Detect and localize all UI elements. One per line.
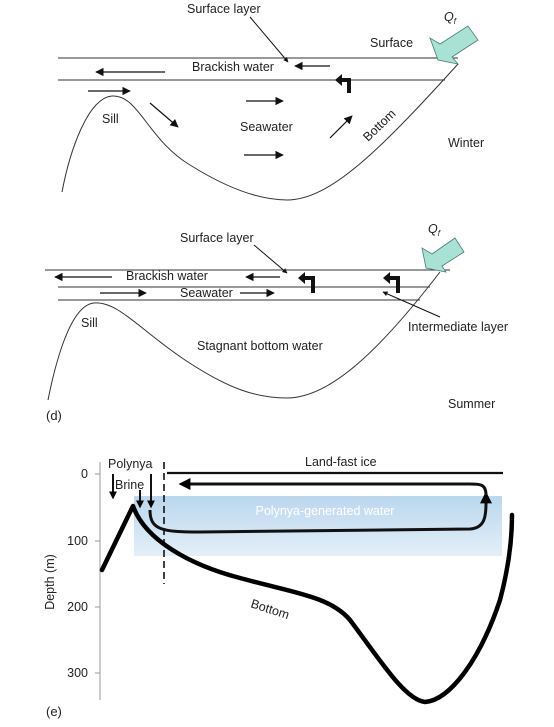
summer-seawater-label: Seawater (180, 286, 233, 300)
land-fast-ice-label: Land-fast ice (305, 455, 377, 469)
return-flow-arrow (178, 478, 488, 496)
winter-bottom-label: Bottom (360, 107, 398, 145)
depth-tick-label-300: 300 (67, 666, 88, 680)
depth-axis-label: Depth (m) (43, 554, 57, 610)
depth-tick-label-100: 100 (67, 534, 88, 548)
winter-downslope-arrow (149, 102, 179, 128)
winter-seawater-label: Seawater (240, 120, 293, 134)
summer-elbow-head-2 (383, 272, 390, 284)
summer-surface-layer-label: Surface layer (180, 231, 254, 245)
winter-surface-layer-pointer (249, 16, 289, 63)
winter-elbow-head (335, 74, 342, 86)
winter-qf-label: Qf (444, 10, 457, 26)
polynya-bottom-profile (99, 503, 515, 705)
summer-panel: Surface layer Brackish water Seawater In… (45, 222, 508, 423)
summer-stagnant-label: Stagnant bottom water (197, 339, 323, 353)
polynya-panel: 0 100 200 300 Depth (m) Polynya-generate… (43, 455, 515, 719)
depth-tick-label-200: 200 (67, 600, 88, 614)
winter-season-label: Winter (448, 136, 484, 150)
summer-elbow-arrow-1 (305, 276, 315, 293)
winter-basin-profile (61, 63, 459, 201)
summer-panel-letter: (d) (46, 408, 62, 423)
winter-panel: Surface layer Surface Brackish water Sil… (58, 2, 484, 201)
winter-sill-label: Sill (102, 112, 119, 126)
summer-qf-label: Qf (428, 222, 441, 238)
polynya-water-band (134, 496, 502, 556)
depth-tick-label-0: 0 (81, 467, 88, 481)
winter-upwelling-elbow-arrow (341, 78, 351, 93)
winter-brackish-label: Brackish water (192, 60, 274, 74)
summer-elbow-arrow-2 (390, 276, 400, 293)
winter-qf-arrow (429, 25, 479, 65)
summer-intermediate-pointer (382, 291, 441, 318)
polynya-panel-letter: (e) (46, 704, 62, 719)
summer-sill-label: Sill (81, 316, 98, 330)
summer-basin-profile (47, 271, 441, 401)
summer-qf-arrow (421, 237, 465, 273)
polynya-water-label: Polynya-generated water (256, 504, 395, 518)
summer-elbow-head-1 (298, 272, 305, 284)
polynya-label: Polynya (108, 457, 153, 471)
summer-season-label: Summer (448, 397, 495, 411)
summer-surface-layer-pointer (253, 244, 288, 274)
circulation-loop (148, 491, 492, 534)
brine-label: Brine (115, 478, 144, 492)
winter-surface-layer-label: Surface layer (187, 2, 261, 16)
polynya-bottom-label: Bottom (249, 597, 291, 623)
winter-surface-label: Surface (370, 36, 413, 50)
summer-brackish-label: Brackish water (126, 269, 208, 283)
winter-upslope-arrow (329, 115, 353, 139)
summer-intermediate-label: Intermediate layer (408, 320, 508, 334)
